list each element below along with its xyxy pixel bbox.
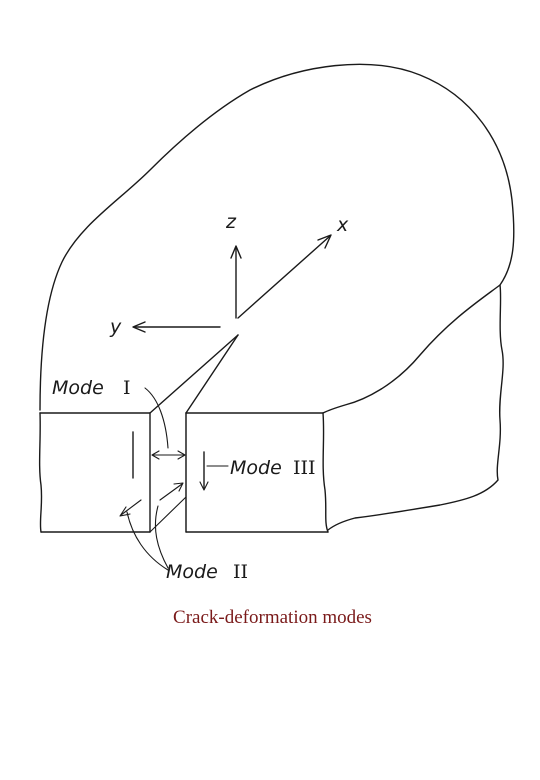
z-axis-label: z (225, 211, 237, 233)
x-axis-label: x (336, 214, 349, 236)
mode2-arrow-upper (159, 483, 183, 501)
mode2-word: Mode (166, 561, 218, 583)
x-axis-arrowhead (317, 234, 332, 249)
y-axis-arrowhead (132, 321, 146, 333)
mode2-numeral: II (233, 561, 248, 583)
x-axis-line (237, 235, 331, 319)
figure-caption: Crack-deformation modes (173, 607, 372, 628)
mode2-arrowhead-lower (119, 506, 131, 517)
crack-inner-left (149, 412, 187, 533)
mode1-label: Mode I (52, 377, 131, 399)
crack-right-face (185, 334, 239, 414)
mode1-arrowhead-left (151, 450, 160, 460)
mode3-numeral: III (293, 457, 316, 479)
mode1-numeral: I (123, 377, 131, 399)
mode2-leader-left (126, 511, 169, 571)
mode2-leader-right (154, 505, 169, 569)
mode3-label: Mode III (230, 457, 316, 479)
mode3-arrowhead (199, 481, 209, 491)
mode2-label: Mode II (166, 561, 248, 583)
mode2-arrowhead-upper (173, 482, 184, 492)
mode1-word: Mode (52, 377, 104, 399)
mode3-word: Mode (230, 457, 282, 479)
z-axis-arrowhead (230, 245, 242, 259)
body-right-edge (327, 284, 504, 531)
body-outline (39, 63, 515, 414)
mode2-arrow-lower (120, 499, 142, 516)
crack-left-face (149, 334, 239, 414)
y-axis-label: y (109, 316, 122, 338)
left-block-left-edge (38, 412, 43, 533)
right-block-right-edge (322, 412, 329, 533)
axes (132, 234, 332, 333)
mode1-arrowhead-right (177, 450, 186, 460)
mode1-leader (144, 387, 169, 449)
